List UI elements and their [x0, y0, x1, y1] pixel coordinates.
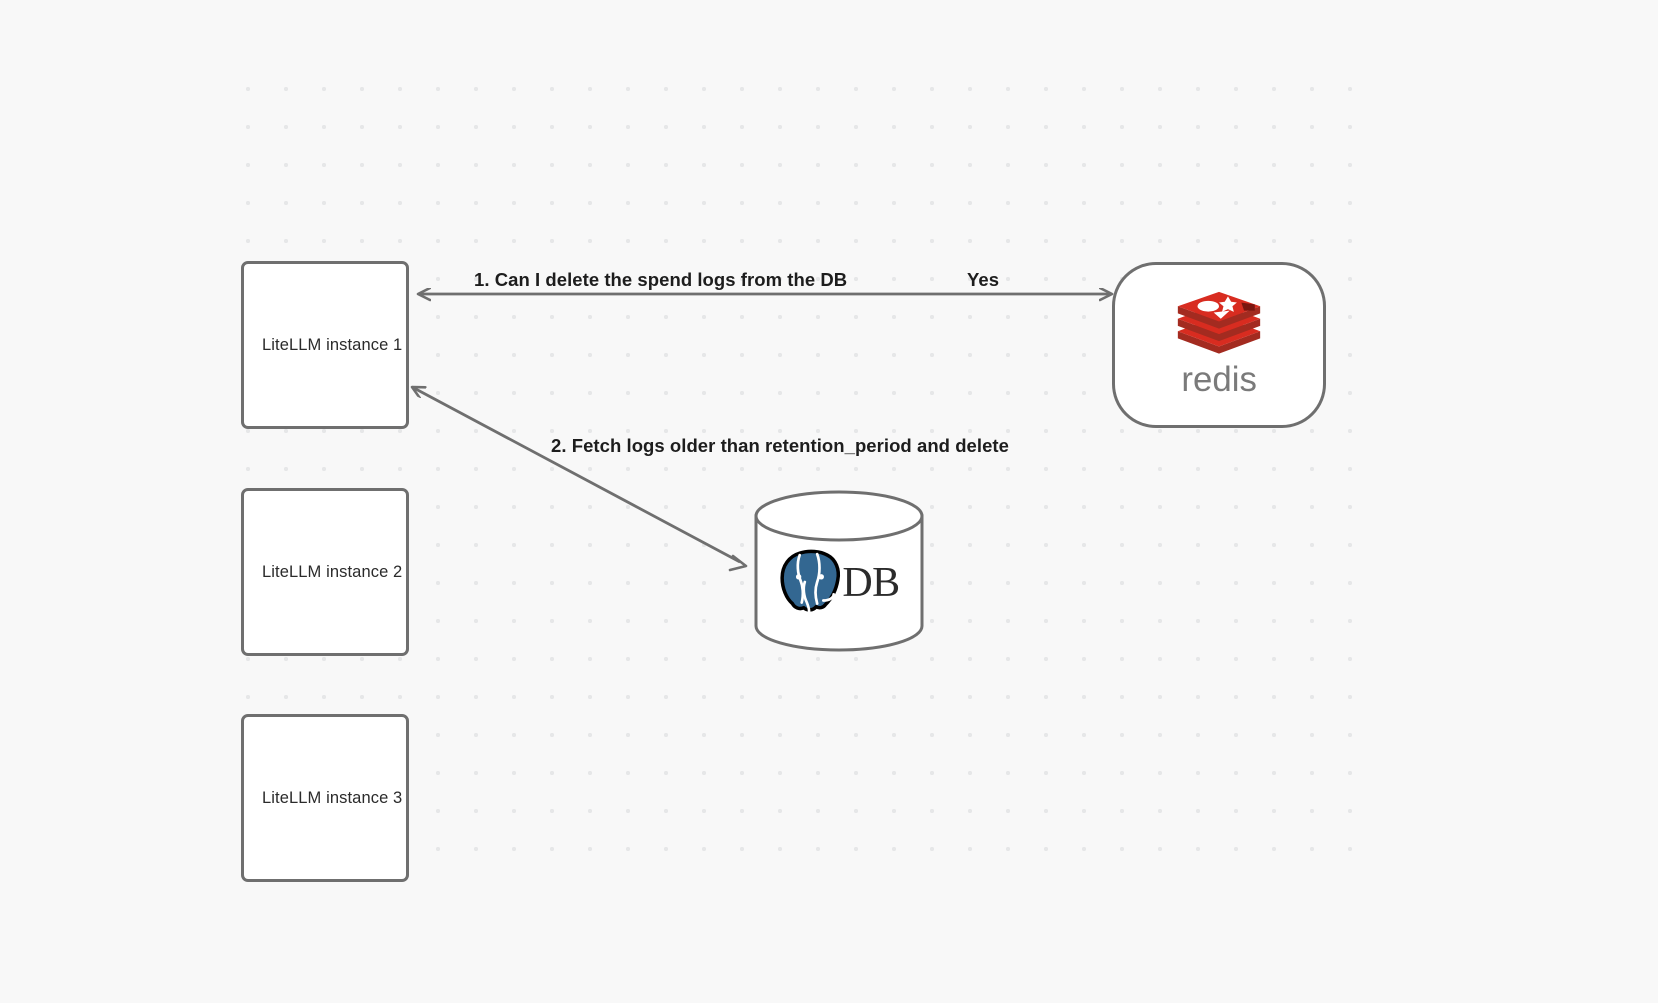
node-database[interactable]: DB: [753, 489, 925, 653]
edge-label-step-2: 2. Fetch logs older than retention_perio…: [551, 435, 1009, 456]
node-redis[interactable]: redis: [1112, 262, 1326, 428]
node-label: LiteLLM instance 3: [262, 788, 403, 807]
db-logo-and-label: DB: [753, 533, 925, 633]
db-label: DB: [842, 560, 900, 606]
edge-label-yes: Yes: [967, 269, 1000, 290]
svg-text:redis: redis: [1181, 361, 1257, 399]
node-litellm-instance-1[interactable]: LiteLLM instance 1: [241, 261, 409, 429]
postgresql-elephant-icon: [780, 549, 841, 617]
node-label: LiteLLM instance 1: [262, 335, 403, 354]
node-label: LiteLLM instance 2: [262, 562, 403, 581]
edge-label-step-1: 1. Can I delete the spend logs from the …: [474, 269, 848, 290]
redis-logo-icon: [1177, 291, 1261, 354]
node-litellm-instance-2[interactable]: LiteLLM instance 2: [241, 488, 409, 656]
redis-wordmark: redis: [1181, 361, 1257, 399]
node-litellm-instance-3[interactable]: LiteLLM instance 3: [241, 714, 409, 882]
